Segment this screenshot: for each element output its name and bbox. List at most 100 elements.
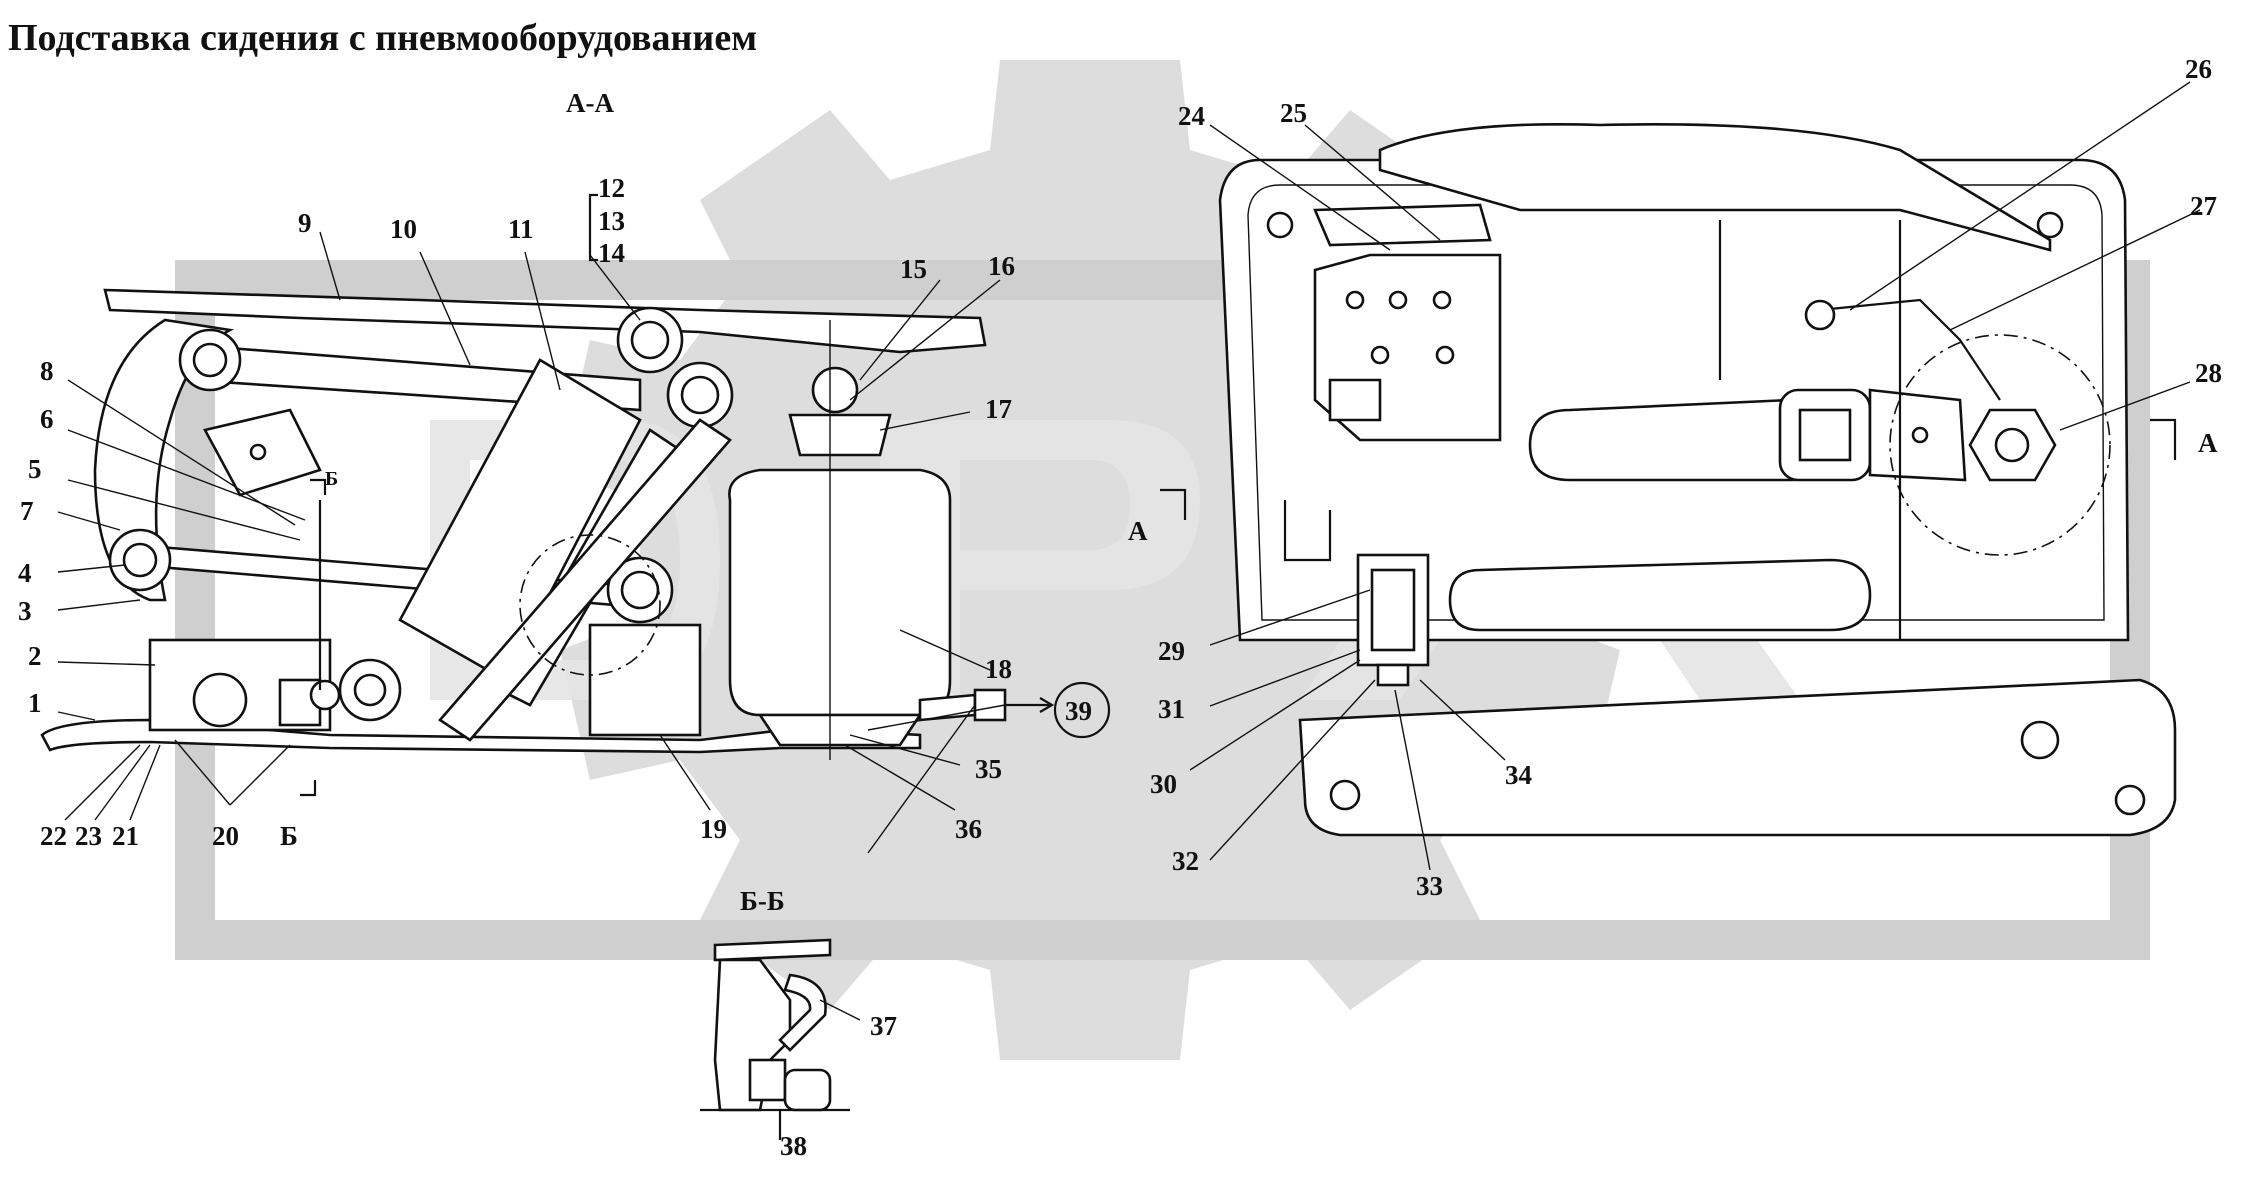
leader-lines (57, 81, 2201, 1021)
watermark-letter-p (880, 420, 1200, 700)
bracket-bolt (249, 443, 267, 461)
section-b-cut-lower (300, 780, 317, 797)
callout-10: 10 (390, 214, 417, 244)
callout-6: 6 (40, 404, 54, 434)
adjust-nut-bore (1994, 427, 2030, 463)
air-fitting-arrow (1005, 697, 1055, 713)
section-bb-label: Б-Б (740, 886, 785, 916)
callout-7: 7 (20, 496, 34, 526)
section-aa-view: А-А (40, 88, 1055, 797)
adjust-cable (1819, 298, 2001, 401)
callout-33: 33 (1416, 871, 1443, 901)
callout-32: 32 (1172, 846, 1199, 876)
u-bracket (1283, 500, 1332, 562)
callout-13: 13 (598, 206, 625, 236)
callout-labels: 1 2 3 4 5 6 7 8 9 10 11 12 13 14 15 16 1… (18, 54, 2222, 1161)
hole-top-left (1266, 211, 1294, 239)
section-b-mark-upper: Б (325, 468, 338, 490)
watermark-letter-d (430, 420, 720, 700)
roller-top-mid-hub (630, 320, 670, 360)
callout-31: 31 (1158, 694, 1185, 724)
hole-top-right (2036, 211, 2064, 239)
callout-4: 4 (18, 558, 32, 588)
bb-nut (783, 1068, 832, 1112)
valve-bolt-4 (1370, 345, 1390, 365)
air-spring-ball-valve (811, 366, 859, 414)
callout-34: 34 (1505, 760, 1532, 790)
callout-27: 27 (2190, 191, 2217, 221)
roller-upper-left-hub (192, 342, 228, 378)
central-roller (1798, 408, 1852, 462)
callout-35: 35 (975, 754, 1002, 784)
valve-bolt-2 (1388, 290, 1408, 310)
callout-36: 36 (955, 814, 982, 844)
section-b-cut-upper (310, 478, 327, 495)
callout-26: 26 (2185, 54, 2212, 84)
base-plate (40, 718, 922, 754)
valve-bolt-1 (1345, 290, 1365, 310)
pendulum-outline (519, 534, 661, 676)
bb-block (748, 1058, 787, 1102)
callout-20: 20 (212, 821, 239, 851)
lower-left-block-bore (192, 672, 248, 728)
left-link-frame (93, 318, 235, 602)
callout-25: 25 (1280, 98, 1307, 128)
plan-view: А А (1128, 122, 2218, 837)
shock-absorber-body (398, 358, 642, 682)
callout-39-circle (1053, 681, 1111, 739)
callout-38: 38 (780, 1131, 807, 1161)
callout-8: 8 (40, 356, 54, 386)
callout-23: 23 (75, 821, 102, 851)
bb-top-plate (713, 938, 832, 962)
callout-3: 3 (18, 596, 32, 626)
nut-swing-outline (1889, 334, 2111, 556)
callout-22: 22 (40, 821, 67, 851)
section-a-cut-left (1160, 488, 1187, 520)
section-a-cut-right (2150, 418, 2177, 460)
section-b-mark-lower: Б (280, 821, 298, 851)
callout-16: 16 (988, 251, 1015, 281)
callout-17: 17 (985, 394, 1012, 424)
roller-lower-left-hub (122, 542, 158, 578)
air-spring-bellows (728, 468, 952, 717)
plan-base-plate (1298, 678, 2177, 837)
hole-bottom-left (1329, 779, 1361, 811)
air-spring-top (788, 413, 892, 457)
callout-15: 15 (900, 254, 927, 284)
valve-block (588, 623, 702, 737)
section-a-mark-left: А (1128, 516, 1148, 546)
bb-hook (778, 973, 827, 1052)
cylinder-nut (1376, 663, 1410, 687)
valve-plate (1328, 378, 1382, 422)
callout-24: 24 (1178, 101, 1205, 131)
diagonal-link (438, 418, 732, 742)
callout-29: 29 (1158, 636, 1185, 666)
roller-bottom-hub (353, 673, 387, 707)
section-a-mark-right: А (2198, 428, 2218, 458)
callout-21: 21 (112, 821, 139, 851)
roller-mid-hub (680, 375, 720, 415)
valve-bolt-3 (1432, 290, 1452, 310)
callout-19: 19 (700, 814, 727, 844)
lower-left-pin (309, 679, 341, 711)
cable-eye (1804, 299, 1836, 331)
callout-2: 2 (28, 641, 42, 671)
section-aa-label: А-А (566, 88, 614, 118)
callout-5: 5 (28, 454, 42, 484)
cylinder-core (1370, 568, 1416, 652)
callout-11: 11 (508, 214, 534, 244)
callout-9: 9 (298, 208, 312, 238)
lower-spring-bar (1448, 558, 1872, 632)
callout-1: 1 (28, 688, 42, 718)
callout-18: 18 (985, 654, 1012, 684)
hole-bottom-right (2114, 784, 2146, 816)
seat-cushion (1378, 122, 2052, 252)
plan-inner-frame (1247, 184, 2105, 621)
section-bb-view: Б-Б (700, 886, 850, 1140)
air-spring-base (757, 713, 923, 747)
air-fitting-nut (973, 688, 1007, 722)
callout-39: 39 (1065, 696, 1092, 726)
seat-top-frame (103, 288, 987, 354)
callout-28: 28 (2195, 358, 2222, 388)
